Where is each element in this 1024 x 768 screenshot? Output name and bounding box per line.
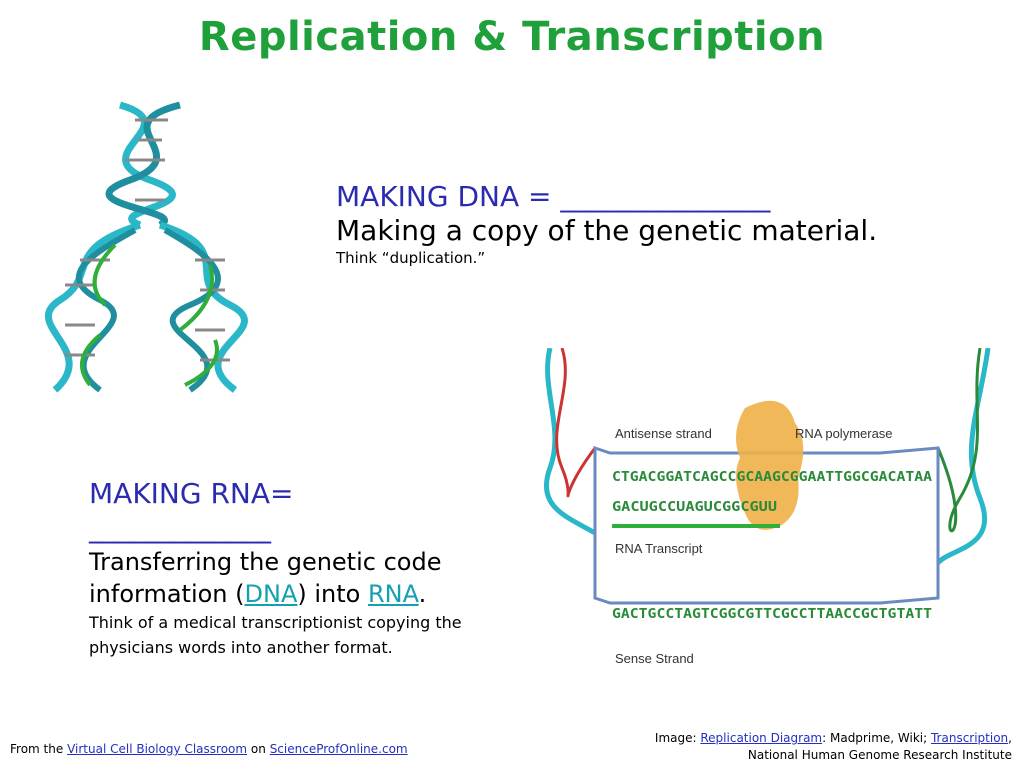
footer-prefix: From the (10, 742, 64, 756)
image-credit: Image: Replication Diagram: Madprime, Wi… (655, 730, 1012, 764)
scienceprofonline-link[interactable]: ScienceProfOnline.com (269, 742, 408, 756)
making-rna-hint: Think of a medical transcriptionist copy… (89, 613, 462, 657)
helix-strand-b (105, 101, 181, 229)
making-dna-section: MAKING DNA = _______________ Making a co… (336, 180, 996, 268)
rna-transcript-label: RNA Transcript (615, 541, 703, 556)
credit-text-1: : Madprime, Wiki; (822, 731, 928, 745)
making-dna-description: Making a copy of the genetic material. (336, 214, 878, 247)
credit-prefix: Image: (654, 731, 697, 745)
right-helix-strand (936, 348, 991, 565)
credit-line-2: National Human Genome Research Institute (747, 748, 1012, 762)
replication-arrow-right (178, 264, 214, 332)
antisense-strand-label: Antisense strand (615, 426, 712, 441)
replication-diagram (44, 101, 248, 393)
rna-link[interactable]: RNA (367, 580, 419, 608)
sense-strand-label: Sense Strand (615, 651, 694, 666)
making-rna-blank: _____________ (89, 511, 271, 544)
making-rna-heading: MAKING RNA= (89, 477, 294, 510)
left-helix-a (44, 221, 142, 393)
transcription-link[interactable]: Transcription (930, 731, 1009, 745)
sense-sequence: GACTGCCTAGTCGGCGTTCGCCTTAACCGCTGTATT (612, 607, 932, 622)
replication-arrow-left (92, 243, 117, 307)
rna-desc-text-3: . (418, 580, 427, 608)
dna-link[interactable]: DNA (244, 580, 298, 608)
transcription-bubble-outline (593, 445, 940, 605)
making-rna-description: Transferring the genetic code informatio… (89, 546, 534, 610)
rna-desc-text-2: ) into (297, 580, 368, 608)
replication-diagram-link[interactable]: Replication Diagram (700, 731, 823, 745)
slide-title: Replication & Transcription (198, 14, 826, 60)
rna-desc-text-1: Transferring the genetic code informatio… (89, 548, 442, 608)
footer-source: From the Virtual Cell Biology Classroom … (10, 742, 408, 756)
rna-polymerase-shape (736, 400, 804, 530)
replication-arrow-right-2 (184, 339, 219, 387)
transcription-diagram: Antisense strand RNA polymerase CTGACGGA… (543, 348, 991, 666)
left-helix-strand (543, 348, 597, 536)
right-helix-strand-2 (936, 348, 982, 533)
replication-arrow-left-2 (80, 333, 102, 387)
rna-polymerase-label: RNA polymerase (795, 426, 893, 441)
virtual-cell-link[interactable]: Virtual Cell Biology Classroom (67, 742, 248, 756)
left-helix-strand-2 (555, 348, 597, 498)
footer-on: on (250, 742, 266, 756)
making-dna-heading: MAKING DNA = _______________ (336, 180, 771, 213)
making-rna-section: MAKING RNA= _____________ Transferring t… (89, 478, 534, 660)
rna-sequence: GACUGCCUAGUCGGCGUU (612, 500, 777, 515)
making-dna-hint: Think “duplication.” (336, 249, 486, 267)
credit-line-1: Image: Replication Diagram: Madprime, Wi… (655, 730, 1012, 747)
credit-text-2: , (1008, 731, 1012, 745)
antisense-sequence: CTGACGGATCAGCCGCAAGCGGAATTGGCGACATAA (612, 470, 932, 485)
